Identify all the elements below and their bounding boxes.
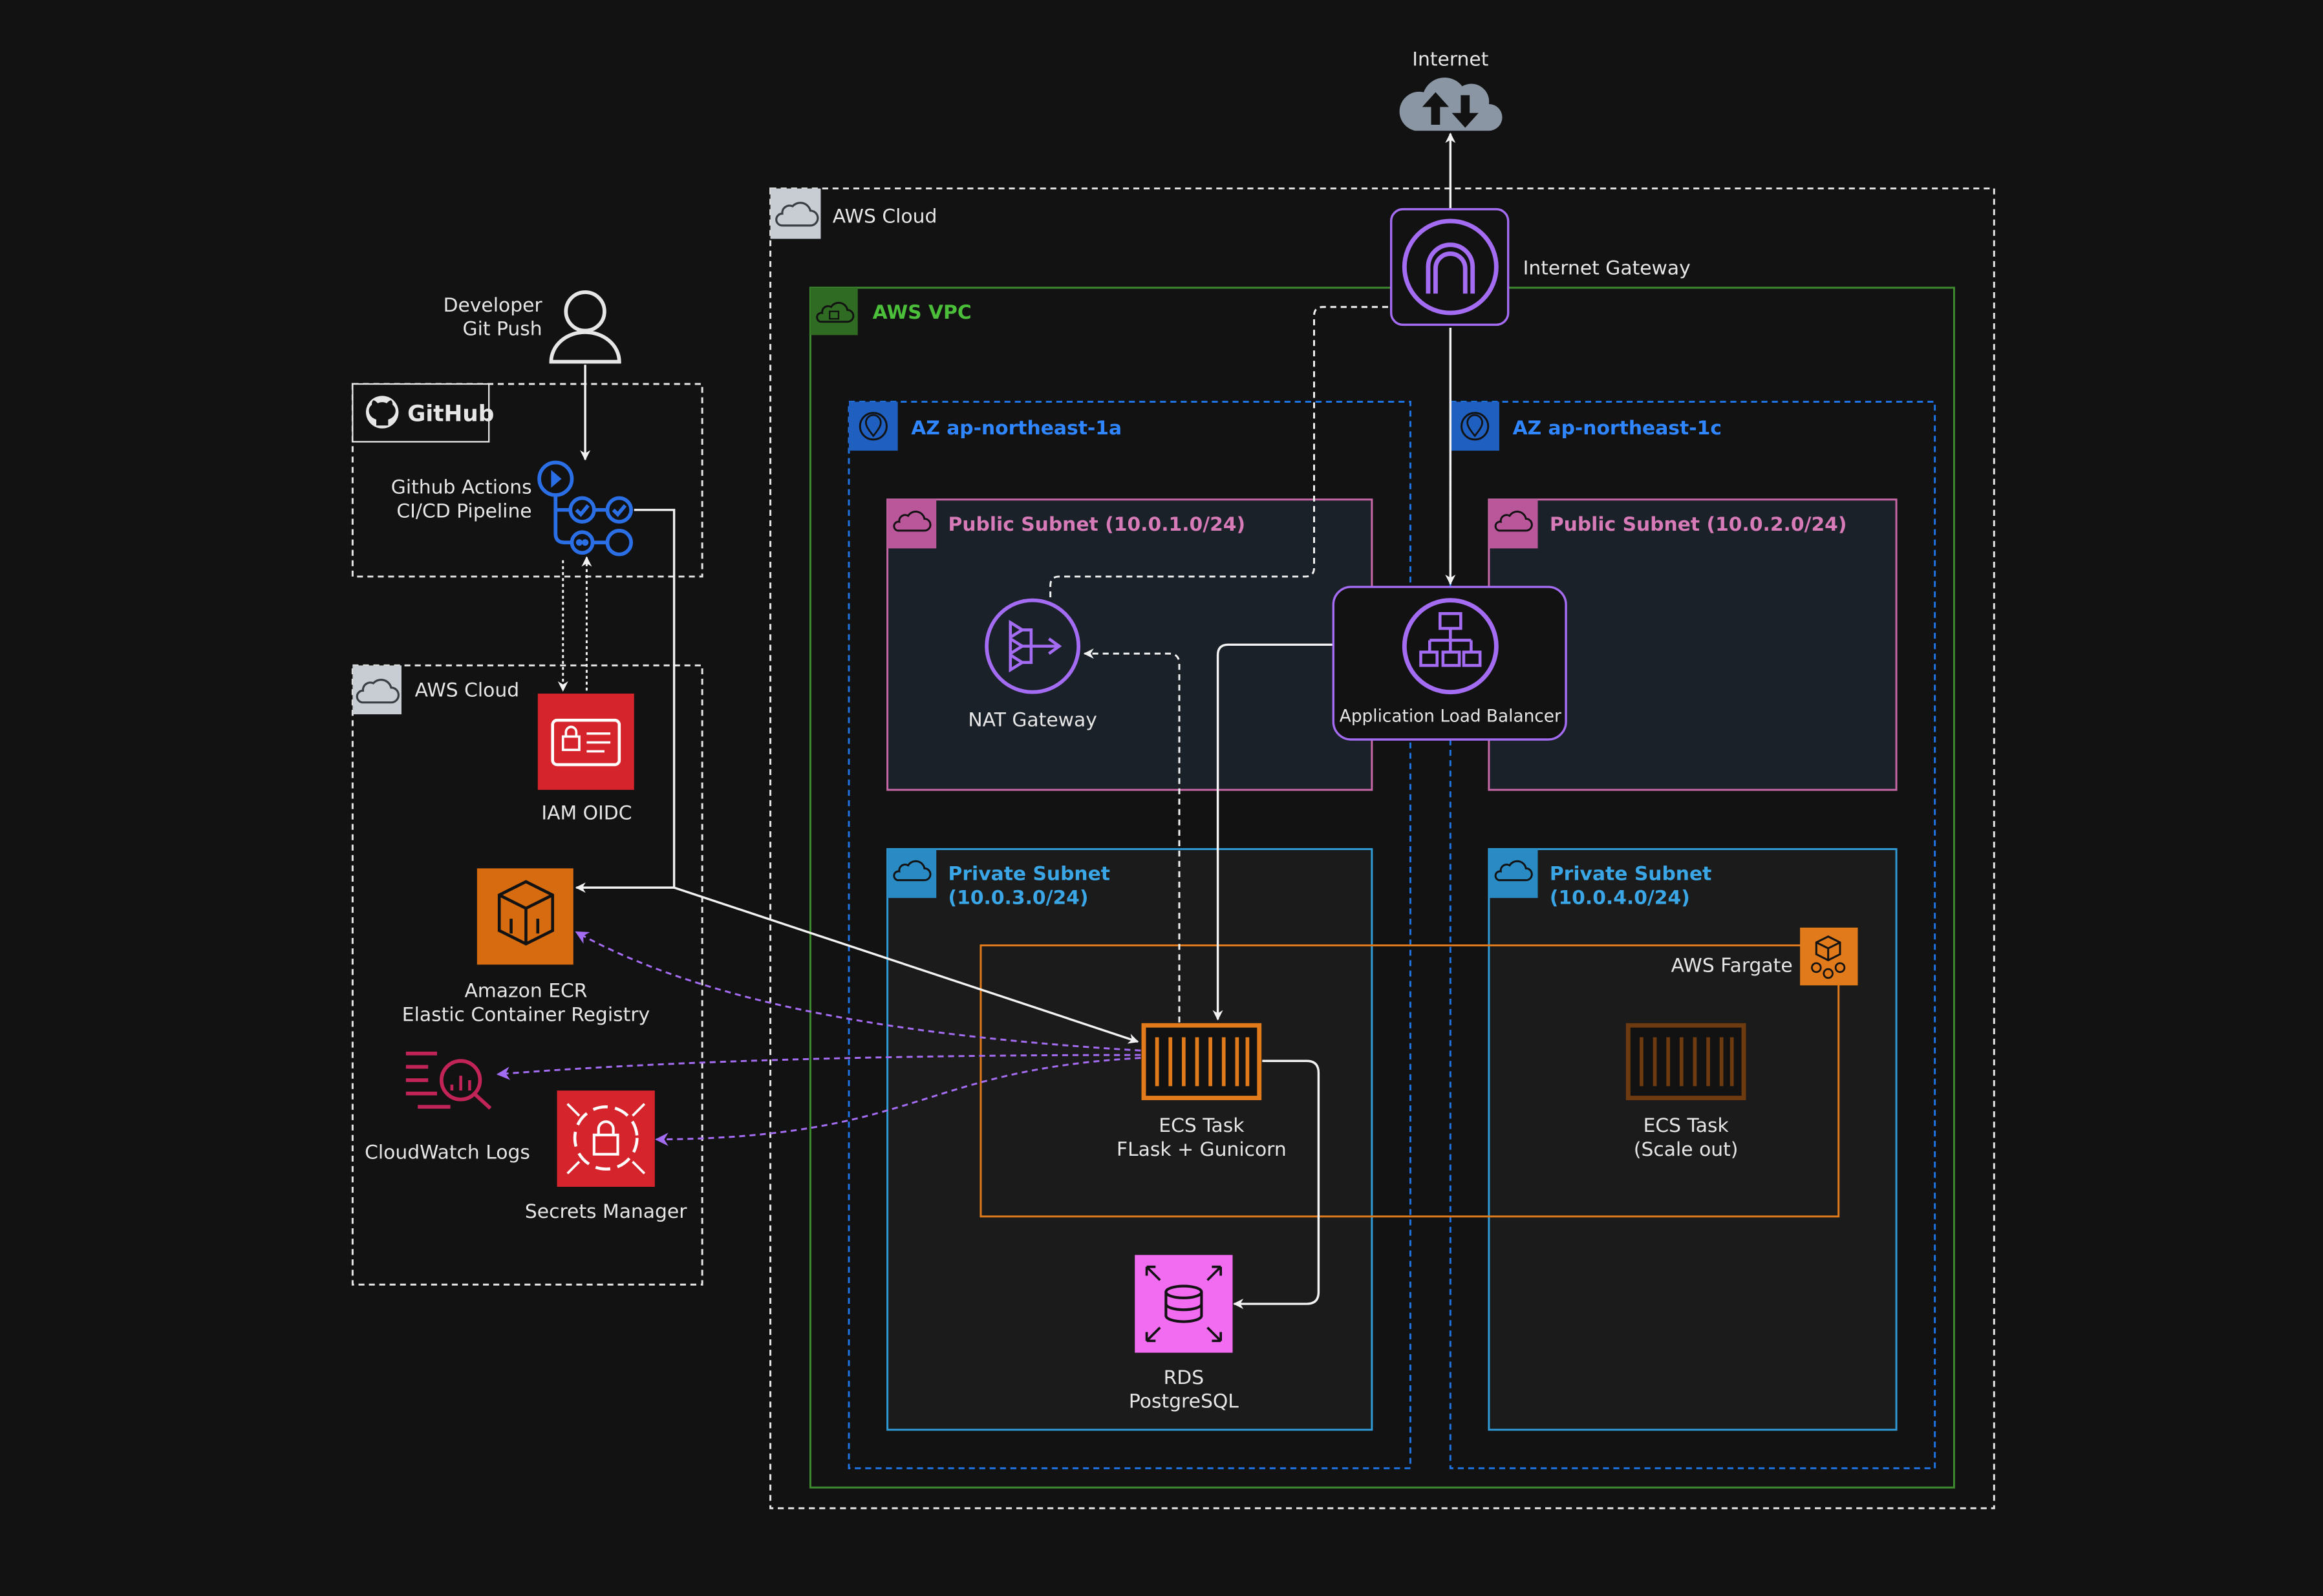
- ecr-line2: Elastic Container Registry: [402, 1003, 650, 1026]
- cloudwatch-label: CloudWatch Logs: [365, 1141, 530, 1164]
- rds-line1: RDS: [1164, 1367, 1204, 1389]
- internet-gateway-icon: [1402, 218, 1499, 315]
- fargate-label: AWS Fargate: [1671, 955, 1793, 977]
- location-pin-icon: [849, 401, 898, 451]
- load-balancer-icon: [1402, 598, 1499, 695]
- az-a-group: AZ ap-northeast-1a: [848, 401, 1411, 1469]
- internet-gateway-node: Internet Gateway: [1389, 207, 1691, 326]
- ecs-task-scaled-line1: ECS Task: [1643, 1114, 1729, 1137]
- cloud-icon: [770, 188, 821, 239]
- aws-cloud-main-label: AWS Cloud: [833, 205, 937, 228]
- edge-ecs-cloudwatch: [496, 1054, 1141, 1080]
- secrets-manager-node: Secrets Manager: [525, 1091, 687, 1223]
- github-group: GitHub: [351, 383, 703, 578]
- alb-node: Application Load Balancer: [1332, 586, 1567, 741]
- internet-label: Internet: [1412, 48, 1488, 70]
- edge-ecr-ecs: [674, 886, 1139, 1044]
- az-c-group: AZ ap-northeast-1c: [1449, 401, 1936, 1469]
- aws-cloud-main-group: AWS Cloud: [769, 187, 1995, 1509]
- internet-cloud-icon: [1399, 77, 1503, 131]
- nat-gateway-node: NAT Gateway: [968, 598, 1097, 731]
- public-subnet-c-label: Public Subnet (10.0.2.0/24): [1550, 513, 1847, 536]
- cloud-icon: [352, 665, 401, 715]
- github-actions-line2: CI/CD Pipeline: [396, 500, 531, 522]
- iam-oidc-label: IAM OIDC: [541, 802, 632, 825]
- connectors: [496, 133, 1456, 1310]
- az-a-label: AZ ap-northeast-1a: [911, 417, 1122, 440]
- ecs-task-line2: FLask + Gunicorn: [1117, 1138, 1287, 1161]
- location-pin-icon: [1450, 401, 1499, 451]
- internet-node: Internet: [1399, 48, 1503, 131]
- github-actions-node: Github Actions CI/CD Pipeline: [391, 460, 634, 557]
- secrets-manager-icon: [557, 1091, 655, 1187]
- az-c-label: AZ ap-northeast-1c: [1513, 417, 1722, 440]
- edge-ecs-nat: [1083, 648, 1181, 1023]
- ecr-line1: Amazon ECR: [464, 980, 587, 1003]
- ecs-task-scaled-line2: (Scale out): [1634, 1138, 1739, 1161]
- internet-gateway-label: Internet Gateway: [1523, 257, 1691, 279]
- edge-alb-ecs: [1212, 643, 1334, 1021]
- ecs-task-line1: ECS Task: [1159, 1114, 1245, 1137]
- private-subnet-c-line1: Private Subnet: [1550, 863, 1712, 886]
- fargate-group: AWS Fargate: [980, 928, 1858, 1218]
- cloudwatch-node: CloudWatch Logs: [365, 1051, 530, 1164]
- private-subnet-a-line1: Private Subnet: [948, 863, 1111, 886]
- cloudwatch-logs-icon: [405, 1051, 492, 1110]
- edge-ecs-ecr-pull: [575, 931, 1141, 1052]
- edge-ecs-rds: [1233, 1059, 1320, 1310]
- aws-cloud-side-group: AWS Cloud: [351, 664, 703, 1286]
- iam-oidc-node: IAM OIDC: [537, 693, 634, 825]
- private-subnet-a-line2: (10.0.3.0/24): [948, 886, 1089, 909]
- edge-ecs-secrets: [655, 1057, 1141, 1146]
- aws-cloud-side-label: AWS Cloud: [415, 679, 520, 702]
- ecs-task-node: ECS Task FLask + Gunicorn: [1117, 1023, 1287, 1161]
- rds-line2: PostgreSQL: [1129, 1390, 1239, 1412]
- vpc-group: AWS VPC: [809, 286, 1955, 1489]
- ecs-container-icon: [1625, 1023, 1746, 1100]
- public-subnet-a: Public Subnet (10.0.1.0/24): [886, 498, 1373, 791]
- github-actions-icon: [537, 460, 634, 557]
- ecs-task-scaled-node: ECS Task (Scale out): [1625, 1023, 1746, 1161]
- rds-node: RDS PostgreSQL: [1129, 1255, 1239, 1412]
- edge-actions-ecr: [575, 509, 676, 893]
- github-actions-line1: Github Actions: [391, 476, 532, 499]
- secrets-manager-label: Secrets Manager: [525, 1200, 687, 1223]
- developer-line2: Git Push: [463, 317, 542, 340]
- nat-gateway-label: NAT Gateway: [968, 708, 1097, 731]
- ecr-node: Amazon ECR Elastic Container Registry: [402, 868, 650, 1026]
- vpc-label: AWS VPC: [873, 301, 972, 324]
- github-label: GitHub: [407, 401, 494, 427]
- developer-line1: Developer: [444, 294, 543, 317]
- user-icon: [549, 290, 621, 364]
- ecs-container-icon: [1141, 1023, 1262, 1100]
- alb-label: Application Load Balancer: [1340, 707, 1561, 726]
- private-subnet-c-line2: (10.0.4.0/24): [1550, 886, 1690, 909]
- public-subnet-a-label: Public Subnet (10.0.1.0/24): [948, 513, 1246, 536]
- developer-node: Developer Git Push: [444, 290, 621, 364]
